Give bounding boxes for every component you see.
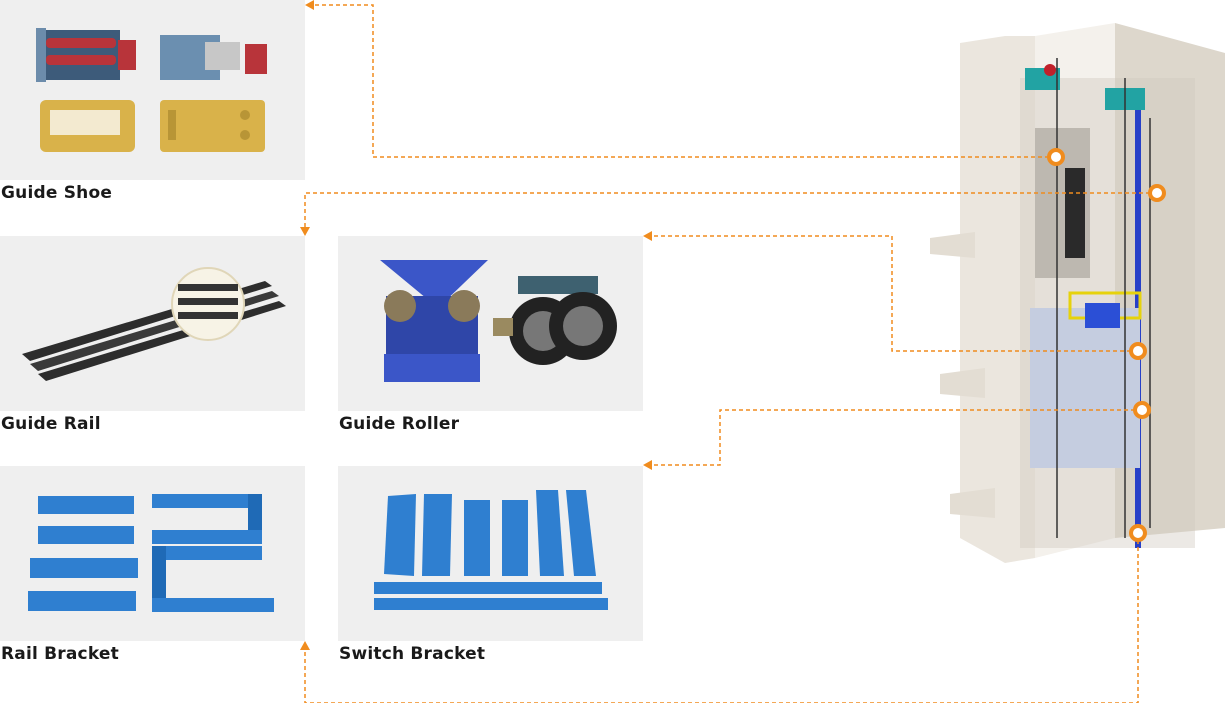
guide-shoe-panel: [0, 0, 305, 180]
marker-guide-rail: [1148, 184, 1166, 202]
marker-switch-bracket: [1133, 401, 1151, 419]
marker-guide-shoe: [1047, 148, 1065, 166]
arrow-head-rail-bracket: [300, 641, 310, 650]
switch-bracket-connector: [650, 409, 1142, 466]
switch-bracket-label: Switch Bracket: [339, 644, 486, 664]
guide-rail-panel: [0, 236, 305, 411]
guide-shoe-label: Guide Shoe: [1, 183, 113, 203]
switch-bracket-photo: [374, 490, 608, 610]
switch-bracket-panel: [338, 466, 643, 641]
guide-shoe-connector: [312, 4, 1056, 158]
arrow-head-switch-bracket: [643, 460, 652, 470]
marker-guide-roller: [1129, 342, 1147, 360]
arrow-head-guide-rail: [300, 227, 310, 236]
rail-bracket-label: Rail Bracket: [1, 644, 119, 664]
guide-roller-connector: [650, 235, 1138, 352]
arrow-head-guide-shoe: [305, 0, 314, 10]
guide-shoe-photo: [36, 28, 267, 152]
rail-bracket-photo: [28, 494, 274, 612]
arrow-head-guide-roller: [643, 231, 652, 241]
marker-rail-bracket: [1129, 524, 1147, 542]
guide-roller-label: Guide Roller: [339, 414, 460, 434]
rail-bracket-panel: [0, 466, 305, 641]
guide-roller-panel: [338, 236, 643, 411]
guide-rail-connector: [304, 192, 1157, 230]
guide-rail-photo: [22, 267, 286, 381]
rail-bracket-connector: [304, 533, 1139, 703]
guide-roller-photo: [380, 260, 617, 382]
guide-rail-label: Guide Rail: [1, 414, 101, 434]
